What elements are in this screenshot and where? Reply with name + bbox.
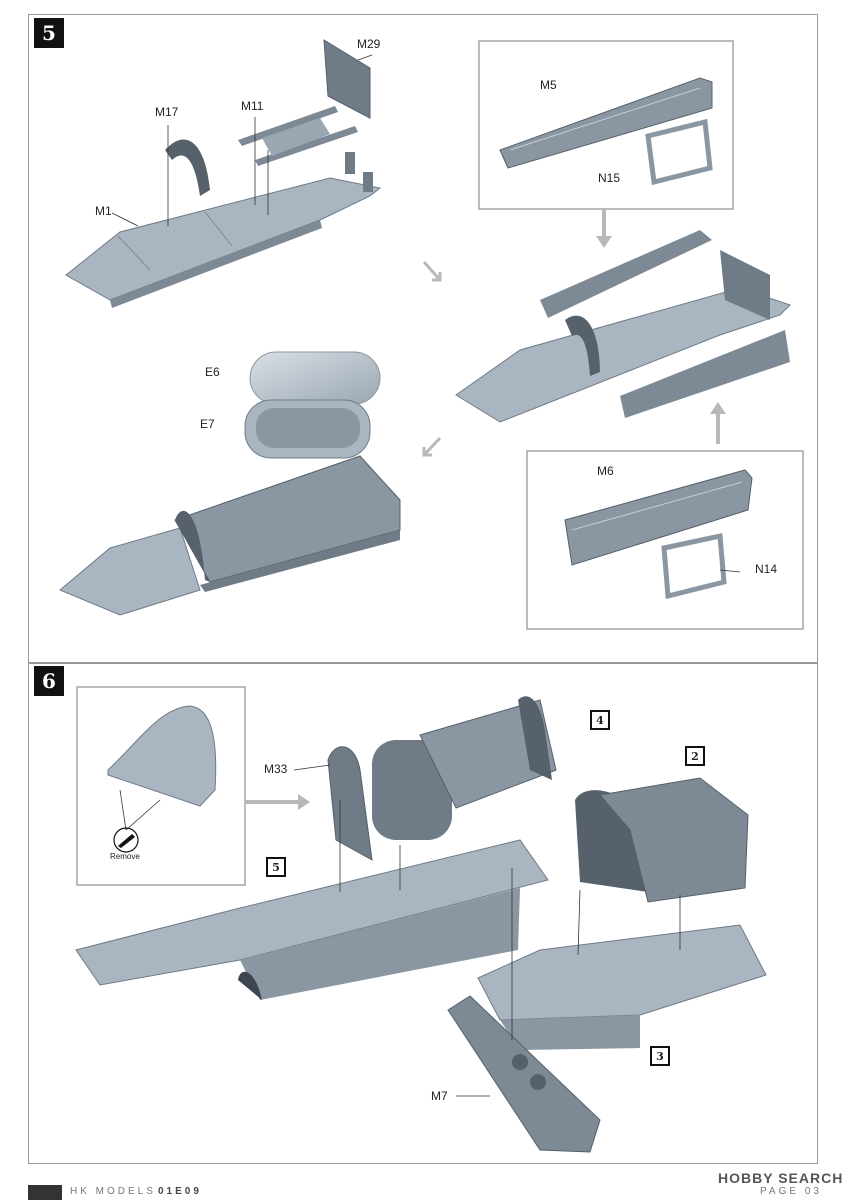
part-n14-frame	[661, 532, 727, 600]
part-label-n14: N14	[755, 562, 778, 576]
part-m17-frame	[165, 139, 210, 196]
part-label-n15: N15	[598, 171, 621, 185]
arrow-down	[596, 210, 612, 248]
part-e6-tank	[249, 351, 381, 405]
part-label-m29: M29	[357, 37, 381, 51]
detail-part	[107, 705, 217, 831]
part-m11-rails	[238, 106, 358, 166]
part-e7-tray	[244, 399, 371, 459]
assembly-ref-4-seat	[372, 696, 557, 840]
part-label-m1: M1	[95, 204, 112, 218]
arrow-diagonal	[422, 261, 442, 457]
part-label-e7: E7	[200, 417, 215, 431]
step-number-badge: 5	[34, 18, 64, 48]
footer-code: 01E09	[158, 1186, 202, 1197]
part-posts	[345, 152, 373, 192]
part-label-m17: M17	[155, 105, 179, 119]
page-number: PAGE 03	[760, 1186, 822, 1197]
remove-knife-icon	[113, 827, 139, 853]
part-m5-sidewall	[499, 77, 713, 169]
brand-logo-icon	[28, 1185, 62, 1200]
arrow-right	[246, 794, 310, 810]
assembly-ref-2-cockpit	[575, 777, 749, 903]
leader-lines	[111, 54, 373, 227]
part-m1-floor	[65, 177, 382, 308]
part-n15-frame	[645, 118, 713, 186]
step-5-panel	[28, 14, 818, 664]
step-number-badge: 6	[34, 666, 64, 696]
part-m33-bulkhead	[327, 746, 373, 861]
leader-lines	[293, 569, 741, 1097]
step-6-panel	[28, 662, 818, 1164]
step-ref-4: 4	[590, 710, 610, 730]
part-m7-beam	[447, 995, 601, 1153]
part-label-m11: M11	[241, 99, 264, 113]
arrow-up	[710, 402, 726, 444]
part-m29-bulkhead	[323, 39, 371, 119]
part-m6-sidewall	[564, 469, 753, 566]
watermark: HOBBY SEARCH	[718, 1170, 844, 1186]
assembly-step5-result	[59, 455, 401, 616]
part-label-m5: M5	[540, 78, 557, 92]
part-label-e6: E6	[205, 365, 220, 379]
part-label-m7: M7	[431, 1089, 448, 1103]
footer-brand: HK MODELS	[70, 1186, 156, 1197]
part-label-m6: M6	[597, 464, 614, 478]
assembly-intermediate	[455, 230, 791, 423]
step-ref-3: 3	[650, 1046, 670, 1066]
assembly-ref-3-floor	[477, 924, 767, 1050]
step-ref-5: 5	[266, 857, 286, 877]
step-ref-2: 2	[685, 746, 705, 766]
remove-label: Remove	[110, 852, 140, 861]
assembly-ref-5-floor	[75, 839, 549, 1000]
part-label-m33: M33	[264, 762, 288, 776]
